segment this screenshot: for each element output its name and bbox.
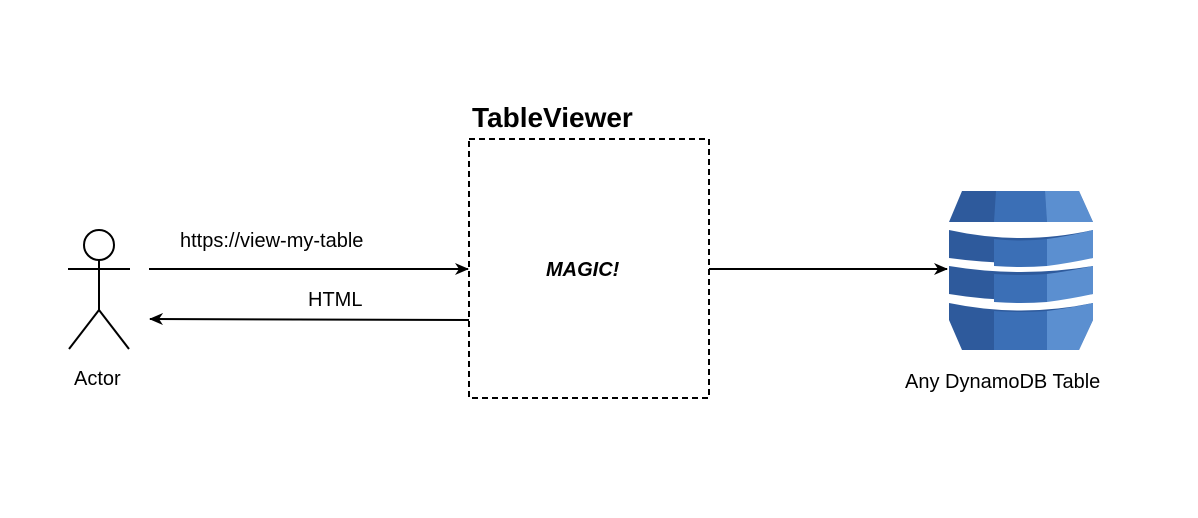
request-label: https://view-my-table xyxy=(180,230,364,252)
response-label: HTML xyxy=(308,289,363,311)
actor-label: Actor xyxy=(74,368,121,390)
database-label: Any DynamoDB Table xyxy=(905,371,1101,393)
response-arrow xyxy=(149,313,470,326)
box-label: MAGIC! xyxy=(546,259,620,281)
tableviewer-box xyxy=(468,138,710,399)
dynamodb-icon xyxy=(949,191,1093,350)
stick-figure-icon xyxy=(68,229,130,350)
diagram-title: TableViewer xyxy=(472,102,633,133)
